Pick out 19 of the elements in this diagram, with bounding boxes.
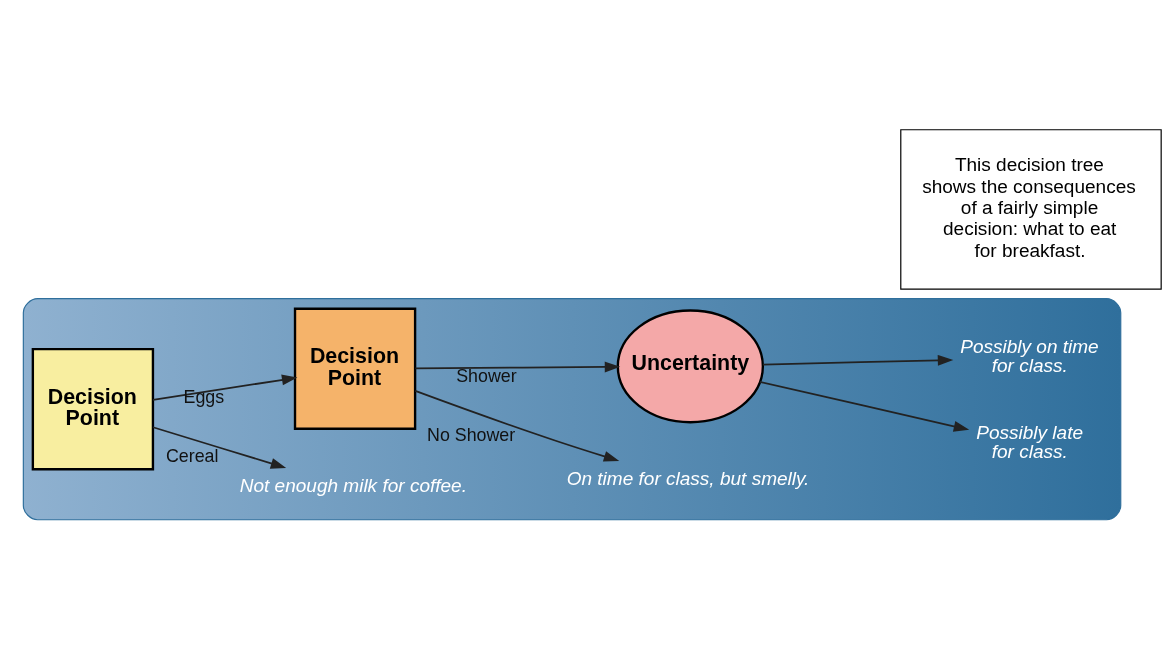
node-box: Decision Point <box>31 347 155 470</box>
edge-label: Shower <box>456 365 517 386</box>
edge-label: No Shower <box>427 424 516 445</box>
node-box: This decision tree shows the consequences of a fairly simple decision: what to eat for breakfast. <box>900 128 1162 290</box>
node-ellipse: Uncertainty <box>616 308 765 423</box>
node-text: Not enough milk for coffee. <box>239 474 467 496</box>
node-box: Decision Point <box>293 307 417 430</box>
node-text: On time for class, but smelly. <box>566 467 810 489</box>
arrow <box>414 389 620 462</box>
edge-label: Cereal <box>165 445 219 466</box>
arrow <box>152 425 287 469</box>
arrow <box>414 361 621 372</box>
edge-label: Eggs <box>183 386 225 407</box>
cluster <box>22 297 1122 520</box>
arrow <box>152 374 298 401</box>
node-text: Possibly on time for class. <box>960 335 1099 376</box>
node-text: Possibly late for class. <box>976 421 1084 462</box>
arrow <box>761 354 954 366</box>
arrow <box>759 380 970 432</box>
